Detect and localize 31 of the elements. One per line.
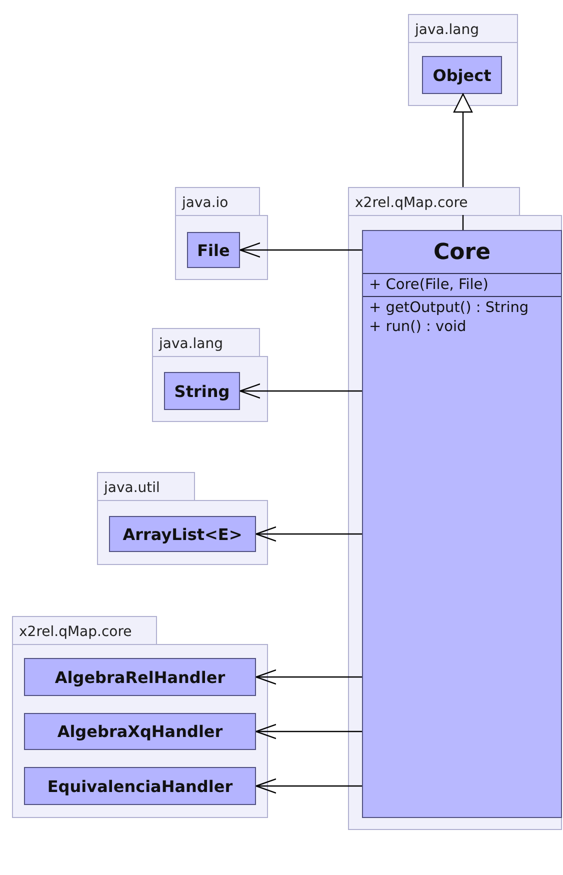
package-name: java.util xyxy=(104,480,160,496)
method: + run() : void xyxy=(369,319,468,335)
class-box xyxy=(164,372,240,410)
dependency-arrow xyxy=(255,724,362,740)
package-name: x2rel.qMap.core xyxy=(19,624,132,640)
class-box xyxy=(422,56,502,94)
class-name: ArrayList<E> xyxy=(122,524,242,544)
package-name: java.io xyxy=(182,195,228,211)
class-box xyxy=(24,658,256,696)
dependency-arrow xyxy=(255,526,362,542)
class-box xyxy=(187,232,240,268)
class-name: String xyxy=(174,382,230,400)
package-name: java.lang xyxy=(159,336,224,352)
class-name: Core xyxy=(433,240,491,264)
class-name: Object xyxy=(432,66,492,84)
dependency-arrow xyxy=(239,383,362,399)
class-box xyxy=(24,767,256,805)
dependency-arrow xyxy=(255,778,362,794)
class-box xyxy=(24,713,256,750)
class-name: AlgebraRelHandler xyxy=(54,668,226,686)
constructor: + Core(File, File) xyxy=(369,277,490,293)
method: + getOutput() : String xyxy=(369,300,530,316)
class-box xyxy=(109,516,256,552)
package-name: java.lang xyxy=(415,22,480,38)
class-name: File xyxy=(197,240,230,260)
dependency-arrow xyxy=(255,669,362,685)
dependency-arrow xyxy=(239,242,362,258)
package-name: x2rel.qMap.core xyxy=(355,195,468,211)
class-name: AlgebraXqHandler xyxy=(57,722,223,741)
class-name: EquivalenciaHandler xyxy=(47,776,233,796)
inheritance-arrow xyxy=(453,93,473,230)
